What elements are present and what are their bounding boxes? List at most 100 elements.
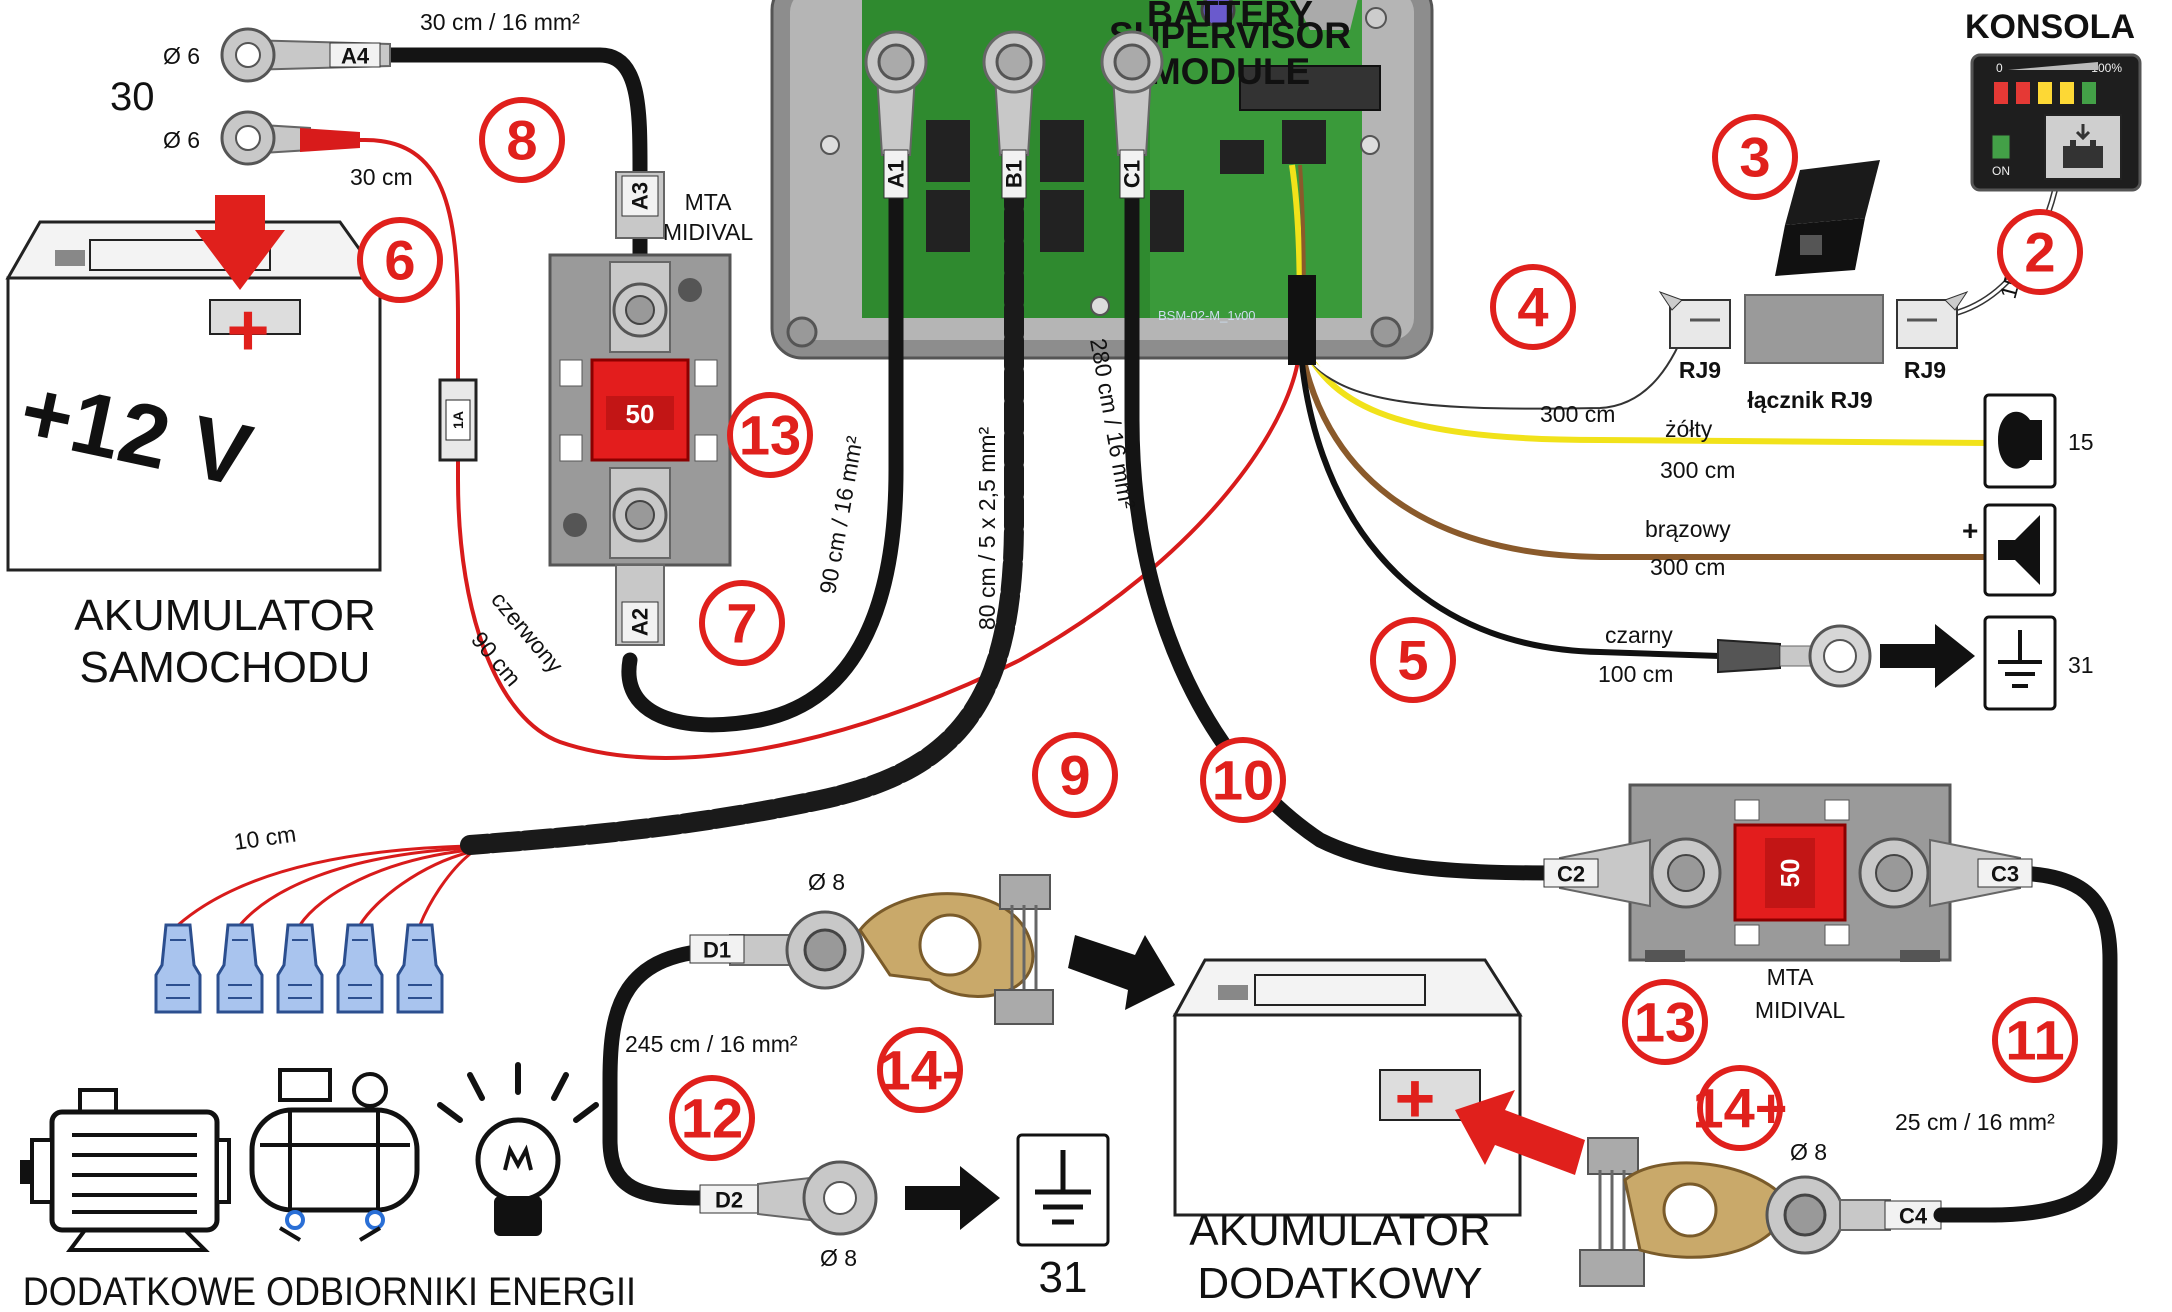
terminal-a1: A1 bbox=[864, 30, 928, 199]
rj9-left-label: RJ9 bbox=[1679, 357, 1721, 383]
arrow-right-icon bbox=[1880, 624, 1975, 688]
level-leds bbox=[1994, 82, 2096, 104]
fan-out-wires bbox=[177, 844, 471, 927]
rj9-coupler-cube bbox=[1775, 160, 1880, 276]
level-led bbox=[1994, 82, 2008, 104]
lightbulb-icon bbox=[437, 1062, 599, 1236]
black-wire-length-label: 100 cm bbox=[1598, 661, 1673, 687]
callout-n6: 6 bbox=[357, 217, 443, 303]
console-panel: KONSOLA 0 100% ON bbox=[1965, 8, 2142, 192]
callout-n9: 9 bbox=[1032, 732, 1118, 818]
screw-icon bbox=[820, 135, 840, 155]
ground-icon bbox=[1998, 630, 2042, 688]
black-wire bbox=[1297, 339, 1721, 659]
yellow-wire-length-label: 300 cm bbox=[1660, 457, 1735, 483]
terminal-label: C1 bbox=[1120, 160, 1145, 188]
coupler-label: łącznik RJ9 bbox=[1747, 387, 1872, 413]
spade-connector bbox=[276, 923, 324, 1014]
mta-upper-line1: MTA bbox=[685, 189, 733, 215]
b1-cable-label: 80 cm / 5 x 2,5 mm² bbox=[974, 426, 1000, 630]
cable-tag-c2: C2 bbox=[1557, 862, 1585, 887]
control-module: BSM-02-M_1v00 BATTERY SUPERVISOR MODULE bbox=[770, 0, 1434, 360]
rj9-right-label: RJ9 bbox=[1904, 357, 1946, 383]
scale-max: 100% bbox=[2091, 61, 2122, 75]
power-component bbox=[1040, 120, 1084, 182]
rj9-cable-outer bbox=[1299, 319, 1691, 410]
ignition-terminal-label: 15 bbox=[2068, 429, 2094, 455]
wire-sleeve bbox=[1288, 275, 1316, 365]
ground-ring-terminal bbox=[1717, 624, 1872, 688]
cable-d1-d2 bbox=[602, 942, 736, 1206]
callout-n13-lower: 13 bbox=[1622, 979, 1708, 1065]
spade-connector bbox=[336, 923, 384, 1014]
rj9-cable-inner bbox=[1298, 317, 1687, 405]
callout-number: 12 bbox=[681, 1087, 743, 1150]
c3-c4-cable-label: 25 cm / 16 mm² bbox=[1895, 1109, 2055, 1135]
bolt-icon bbox=[1113, 43, 1151, 81]
mount-hole-icon bbox=[1370, 316, 1402, 348]
red-wire bbox=[280, 138, 1302, 760]
battery-icon bbox=[2063, 140, 2103, 168]
callout-number: 11 bbox=[2005, 1009, 2064, 1072]
callout-number: 6 bbox=[384, 229, 415, 292]
car-battery-title-line2: SAMOCHODU bbox=[80, 643, 371, 692]
mount-hole-icon bbox=[786, 316, 818, 348]
fuse-rating: 50 bbox=[1775, 859, 1805, 888]
motor-icon bbox=[20, 1088, 231, 1252]
callout-number: 3 bbox=[1739, 126, 1770, 189]
red-top-length-label: 30 cm bbox=[350, 164, 413, 190]
arrow-icon bbox=[1068, 935, 1175, 1010]
callout-number: 13 bbox=[739, 404, 801, 467]
ignition-symbol: 15 bbox=[1983, 393, 2094, 489]
callout-n4: 4 bbox=[1490, 264, 1576, 350]
rj9-coupler bbox=[1744, 294, 1884, 364]
level-led bbox=[2038, 82, 2052, 104]
car-battery-title-line1: AKUMULATOR bbox=[74, 591, 376, 640]
terminal-label: A1 bbox=[884, 160, 909, 188]
a4-diameter-label: Ø 6 bbox=[163, 43, 200, 69]
spade-connectors bbox=[154, 923, 444, 1014]
mta-lower-line1: MTA bbox=[1767, 964, 1815, 990]
aux-battery-title-line1: AKUMULATOR bbox=[1189, 1206, 1491, 1255]
arrow-down-icon bbox=[2075, 124, 2091, 141]
callout-n3: 3 bbox=[1712, 114, 1798, 200]
callout-number: 7 bbox=[726, 592, 757, 655]
cable-tag-a3: A3 bbox=[628, 182, 653, 210]
ground-bottom-label: 31 bbox=[1039, 1253, 1088, 1302]
brown-wire-color-label: brązowy bbox=[1645, 516, 1731, 542]
power-component bbox=[1150, 190, 1184, 252]
inline-fuse-1a: 1A bbox=[438, 378, 478, 462]
car-battery: + +12 V AKUMULATOR SAMOCHODU bbox=[5, 195, 383, 692]
consumers-caption: DODATKOWE ODBIORNIKI ENERGII bbox=[23, 1270, 636, 1312]
a3-a4-cable-label: 30 cm / 16 mm² bbox=[420, 9, 580, 35]
ground-symbol-bottom: 31 bbox=[1016, 1133, 1110, 1302]
cable-tag-c4: C4 bbox=[1899, 1204, 1928, 1229]
power-led bbox=[1991, 134, 2011, 160]
compressor-icon bbox=[249, 1068, 420, 1242]
header-connector bbox=[1220, 140, 1264, 174]
callout-number: 14+ bbox=[1693, 1077, 1788, 1140]
header-connector bbox=[1282, 120, 1326, 164]
red-diameter-label: Ø 6 bbox=[163, 127, 200, 153]
cable-tag-a4: A4 bbox=[341, 44, 370, 69]
screw-icon bbox=[1365, 7, 1387, 29]
screw-icon bbox=[1090, 296, 1110, 316]
power-component bbox=[926, 120, 970, 182]
callout-number: 13 bbox=[1634, 991, 1696, 1054]
arrow-down-icon bbox=[195, 195, 285, 290]
cable-tag-a2: A2 bbox=[628, 608, 653, 636]
cable-tag-d2: D2 bbox=[715, 1188, 743, 1213]
bolt-icon bbox=[995, 43, 1033, 81]
battery-clamp-negative: D1 Ø 8 bbox=[689, 869, 1054, 1025]
module-title-line1: BATTERY bbox=[1147, 0, 1313, 34]
callout-number: 8 bbox=[506, 109, 537, 172]
bolt-icon bbox=[1667, 854, 1705, 892]
callout-n11: 11 bbox=[1992, 997, 2078, 1083]
spade-connector bbox=[154, 923, 202, 1014]
fan-out-length-label: 10 cm bbox=[232, 820, 298, 854]
speaker-icon bbox=[1998, 515, 2040, 585]
bolt-icon bbox=[1875, 854, 1913, 892]
fuse-rating: 50 bbox=[626, 399, 655, 429]
callout-number: 4 bbox=[1517, 276, 1548, 339]
cable-a3-a4 bbox=[378, 47, 648, 270]
